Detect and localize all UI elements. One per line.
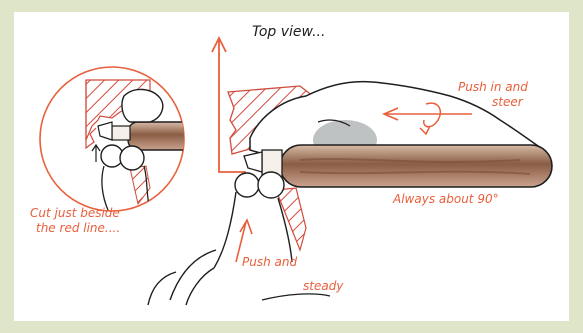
label-top-view: Top view...: [252, 24, 325, 40]
label-push-and: Push and: [242, 255, 297, 269]
label-push-in: Push in and: [458, 80, 528, 94]
lower-hand: [148, 192, 292, 305]
label-steer: steer: [492, 95, 524, 109]
label-cut-beside: Cut just beside: [30, 206, 120, 220]
tool-blade: [244, 152, 262, 172]
main-view: [148, 38, 552, 305]
label-always-90: Always about 90°: [392, 192, 499, 206]
detail-hand: [122, 89, 163, 122]
detail-circle: [40, 67, 198, 211]
label-red-line: the red line....: [36, 221, 120, 235]
wood-wedge-lower: [276, 188, 306, 250]
detail-tool: [128, 122, 198, 150]
label-steady: steady: [303, 279, 344, 293]
tool-handle: [280, 145, 552, 187]
